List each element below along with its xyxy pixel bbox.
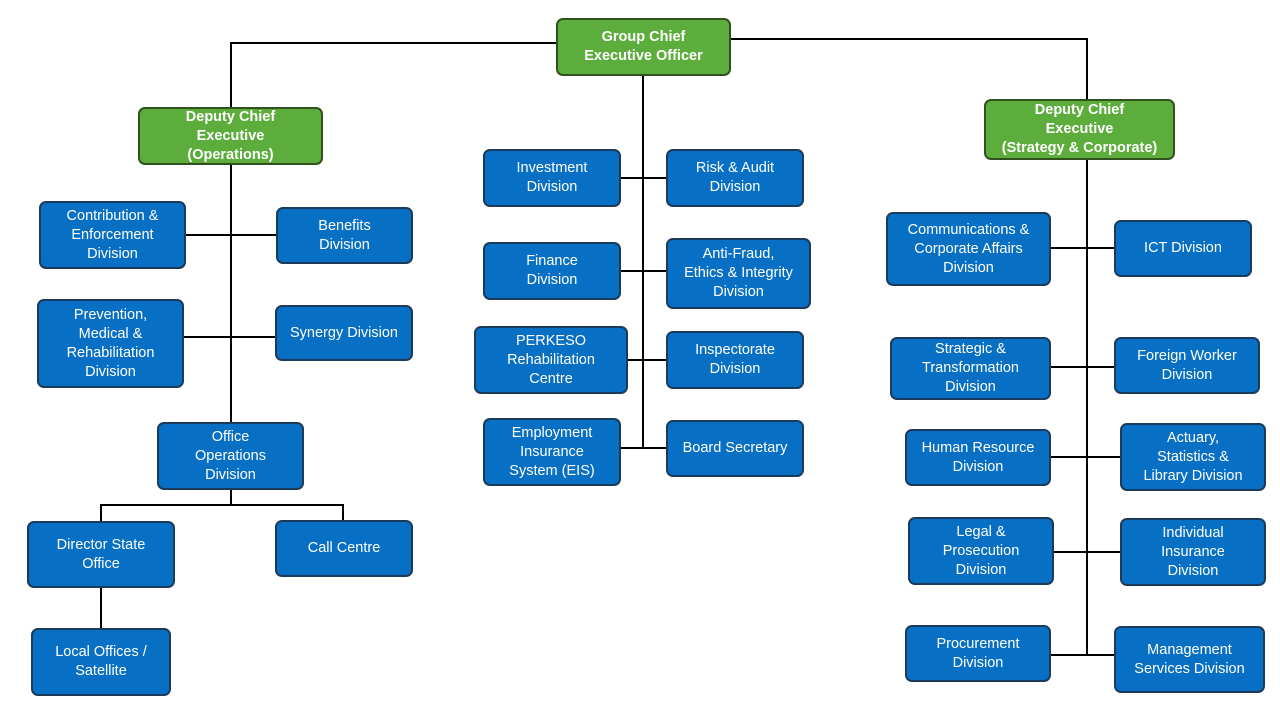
dce-operations-box: Deputy Chief Executive (Operations) bbox=[138, 107, 323, 165]
benefits-box: Benefits Division bbox=[276, 207, 413, 264]
dce-strategy-box: Deputy Chief Executive (Strategy & Corpo… bbox=[984, 99, 1175, 160]
contribution-enforcement-box: Contribution & Enforcement Division bbox=[39, 201, 186, 269]
inspectorate-box: Inspectorate Division bbox=[666, 331, 804, 389]
synergy-box: Synergy Division bbox=[275, 305, 413, 361]
eis-box: Employment Insurance System (EIS) bbox=[483, 418, 621, 486]
prevention-medical-box: Prevention, Medical & Rehabilitation Div… bbox=[37, 299, 184, 388]
actuary-box: Actuary, Statistics & Library Division bbox=[1120, 423, 1266, 491]
investment-box: Investment Division bbox=[483, 149, 621, 207]
local-offices-box: Local Offices / Satellite bbox=[31, 628, 171, 696]
strategic-transformation-box: Strategic & Transformation Division bbox=[890, 337, 1051, 400]
anti-fraud-box: Anti-Fraud, Ethics & Integrity Division bbox=[666, 238, 811, 309]
management-services-box: Management Services Division bbox=[1114, 626, 1265, 693]
call-centre-box: Call Centre bbox=[275, 520, 413, 577]
foreign-worker-box: Foreign Worker Division bbox=[1114, 337, 1260, 394]
procurement-box: Procurement Division bbox=[905, 625, 1051, 682]
finance-box: Finance Division bbox=[483, 242, 621, 300]
risk-audit-box: Risk & Audit Division bbox=[666, 149, 804, 207]
communications-box: Communications & Corporate Affairs Divis… bbox=[886, 212, 1051, 286]
human-resource-box: Human Resource Division bbox=[905, 429, 1051, 486]
legal-box: Legal & Prosecution Division bbox=[908, 517, 1054, 585]
connector bbox=[731, 38, 1088, 99]
perkeso-rehab-box: PERKESO Rehabilitation Centre bbox=[474, 326, 628, 394]
ceo-box: Group Chief Executive Officer bbox=[556, 18, 731, 76]
office-operations-box: Office Operations Division bbox=[157, 422, 304, 490]
individual-insurance-box: Individual Insurance Division bbox=[1120, 518, 1266, 586]
connector bbox=[230, 42, 556, 108]
board-secretary-box: Board Secretary bbox=[666, 420, 804, 477]
ict-box: ICT Division bbox=[1114, 220, 1252, 277]
connector bbox=[100, 504, 344, 521]
director-state-office-box: Director State Office bbox=[27, 521, 175, 588]
